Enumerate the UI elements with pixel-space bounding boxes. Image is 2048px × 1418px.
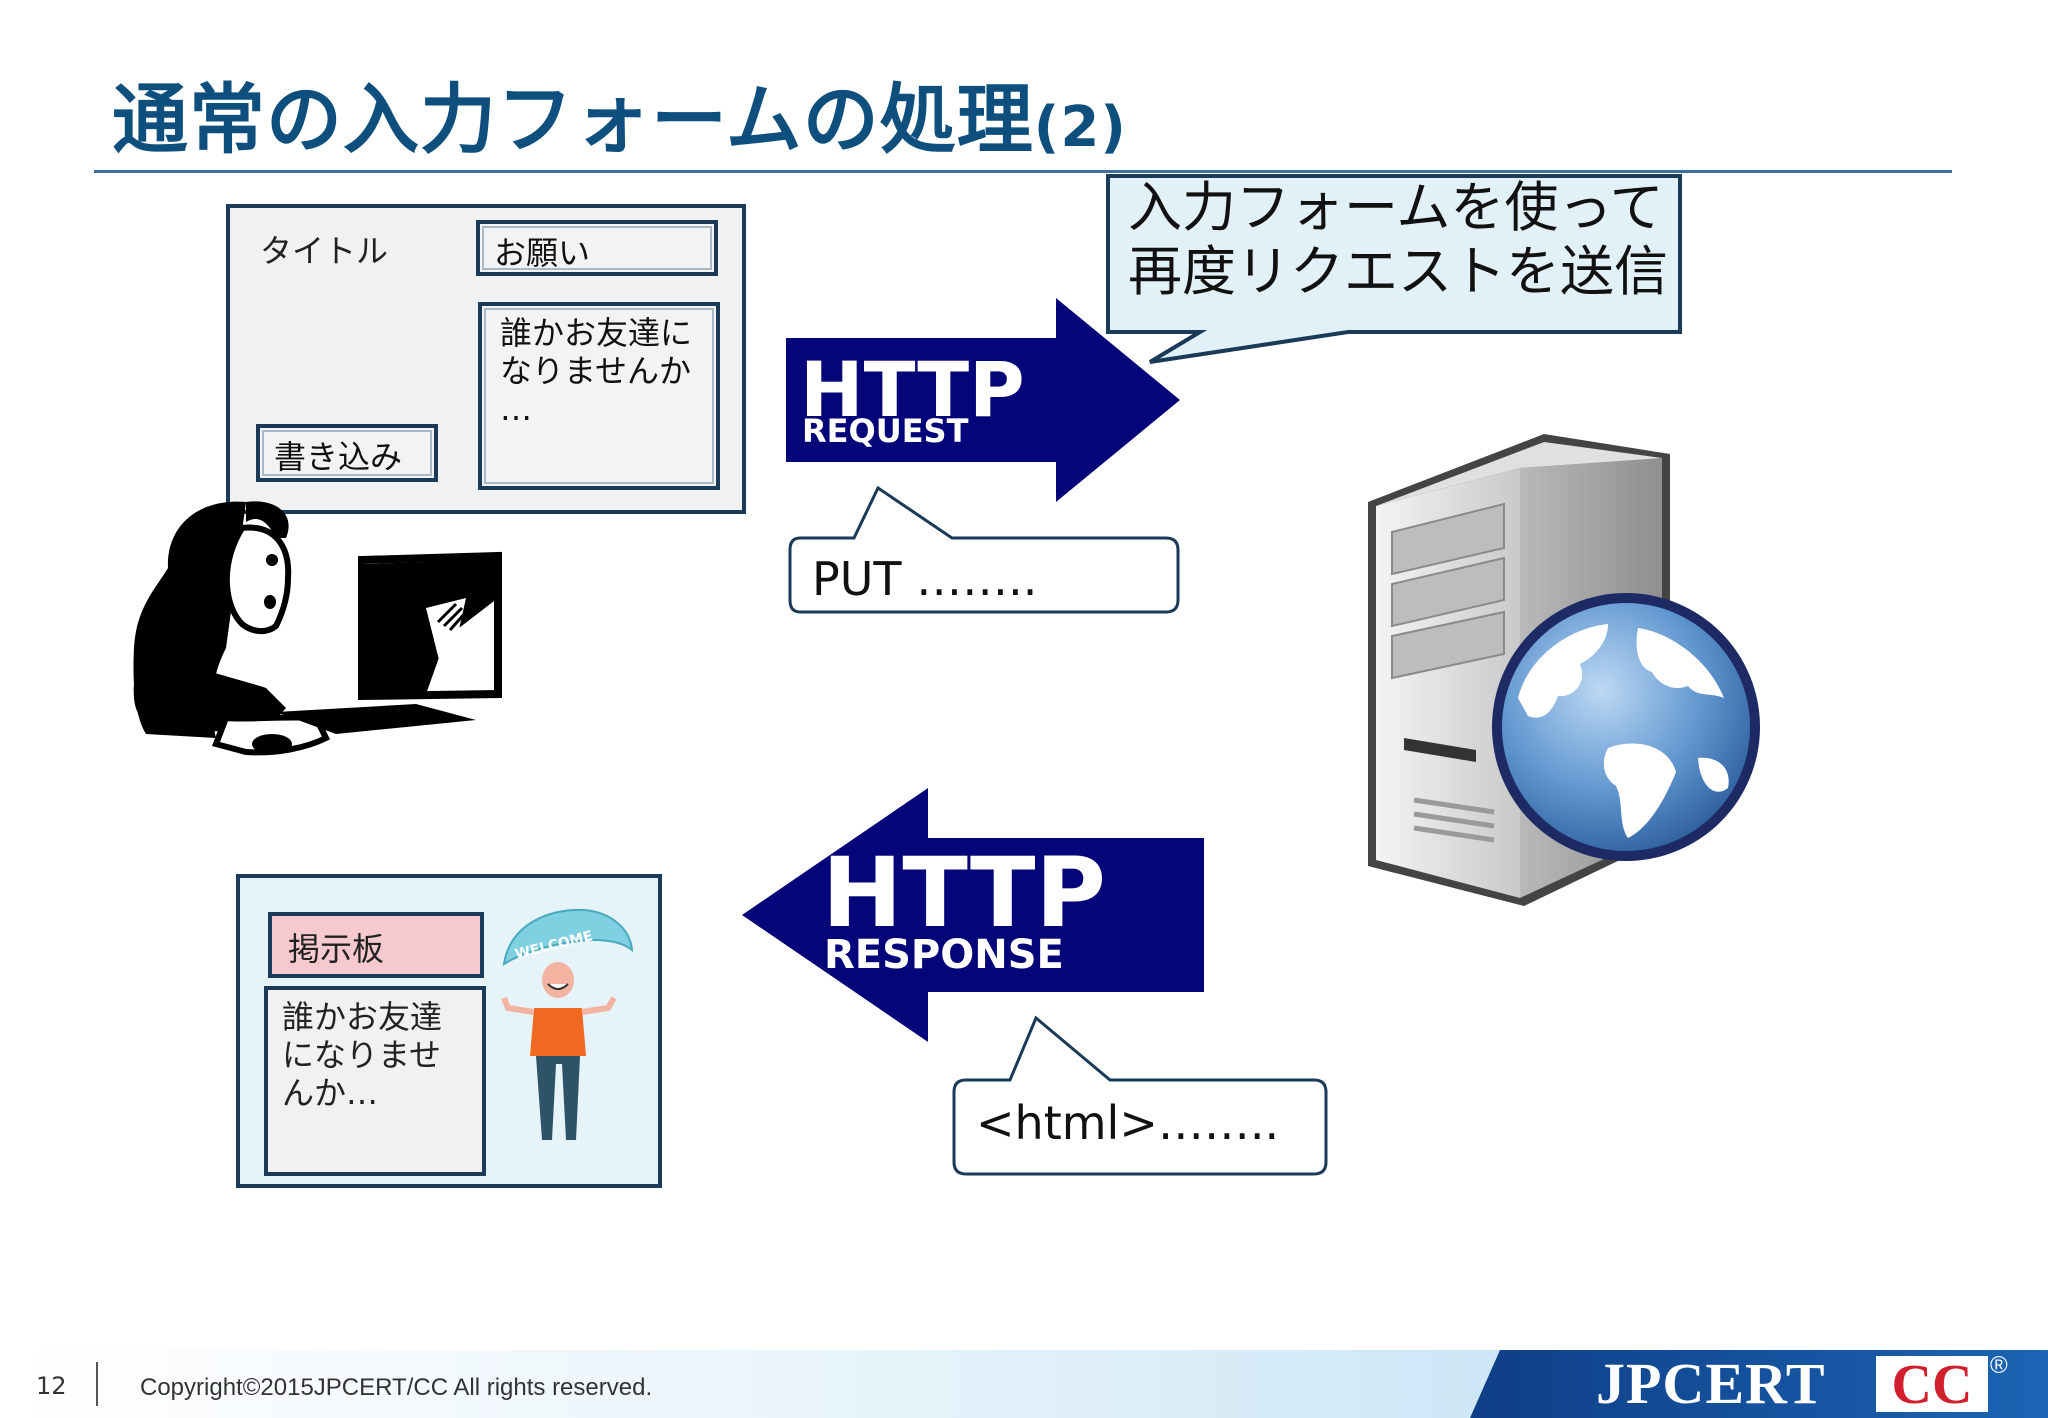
request-callout-line: 入力フォームを使って	[1128, 176, 1664, 239]
request-callout-bubble	[1106, 174, 1682, 364]
page-number: 12	[36, 1372, 67, 1400]
submit-button[interactable]: 書き込み	[256, 424, 438, 482]
footer-separator	[96, 1362, 98, 1406]
board-body-line: になりませ	[282, 1036, 442, 1074]
slide-title: 通常の入力フォームの処理(2)	[112, 58, 1127, 168]
logo-jpcert: JPCERT	[1596, 1351, 1826, 1416]
form-title-label: タイトル	[260, 232, 389, 270]
form-title-input[interactable]: お願い	[476, 220, 718, 276]
title-suffix: (2)	[1033, 95, 1127, 160]
request-callout-line: 再度リクエストを送信	[1128, 240, 1668, 303]
globe-icon	[1492, 593, 1760, 861]
http-request-arrow: HTTP REQUEST	[786, 298, 1180, 502]
form-body-line: なりませんか	[500, 352, 692, 390]
copyright-text: Copyright©2015JPCERT/CC All rights reser…	[140, 1374, 653, 1401]
http-response-arrow: HTTP RESPONSE	[742, 788, 1204, 1042]
logo-cc: CC	[1876, 1356, 1988, 1414]
form-body-line: …	[500, 390, 532, 428]
html-callout-bubble	[952, 1015, 1328, 1176]
logo-registered-mark: ®	[1990, 1352, 2008, 1379]
board-title: 掲示板	[268, 912, 484, 978]
html-payload-text: <html>……..	[976, 1096, 1280, 1150]
welcome-person-icon: WELCOME	[501, 908, 634, 1140]
board-body-line: んか…	[282, 1074, 379, 1112]
request-callout-text: 入力フォームを使って 再度リクエストを送信	[1128, 176, 1668, 304]
request-arrow-big-text: HTTP	[800, 345, 1025, 434]
put-payload-text: PUT ……..	[812, 552, 1038, 606]
response-arrow-big-text: HTTP	[822, 837, 1106, 949]
board-post-body: 誰かお友達 になりませ んか…	[264, 986, 486, 1176]
board-body-line: 誰かお友達	[282, 998, 443, 1036]
response-arrow-small-text: RESPONSE	[824, 932, 1064, 978]
request-arrow-small-text: REQUEST	[802, 412, 969, 450]
user-at-computer-icon	[133, 501, 502, 756]
title-divider	[94, 170, 1952, 173]
form-body-line: 誰かお友達に	[500, 314, 693, 352]
form-body-textarea[interactable]: 誰かお友達に なりませんか …	[478, 302, 720, 490]
put-callout-bubble	[788, 485, 1180, 614]
title-main: 通常の入力フォームの処理	[112, 75, 1034, 164]
